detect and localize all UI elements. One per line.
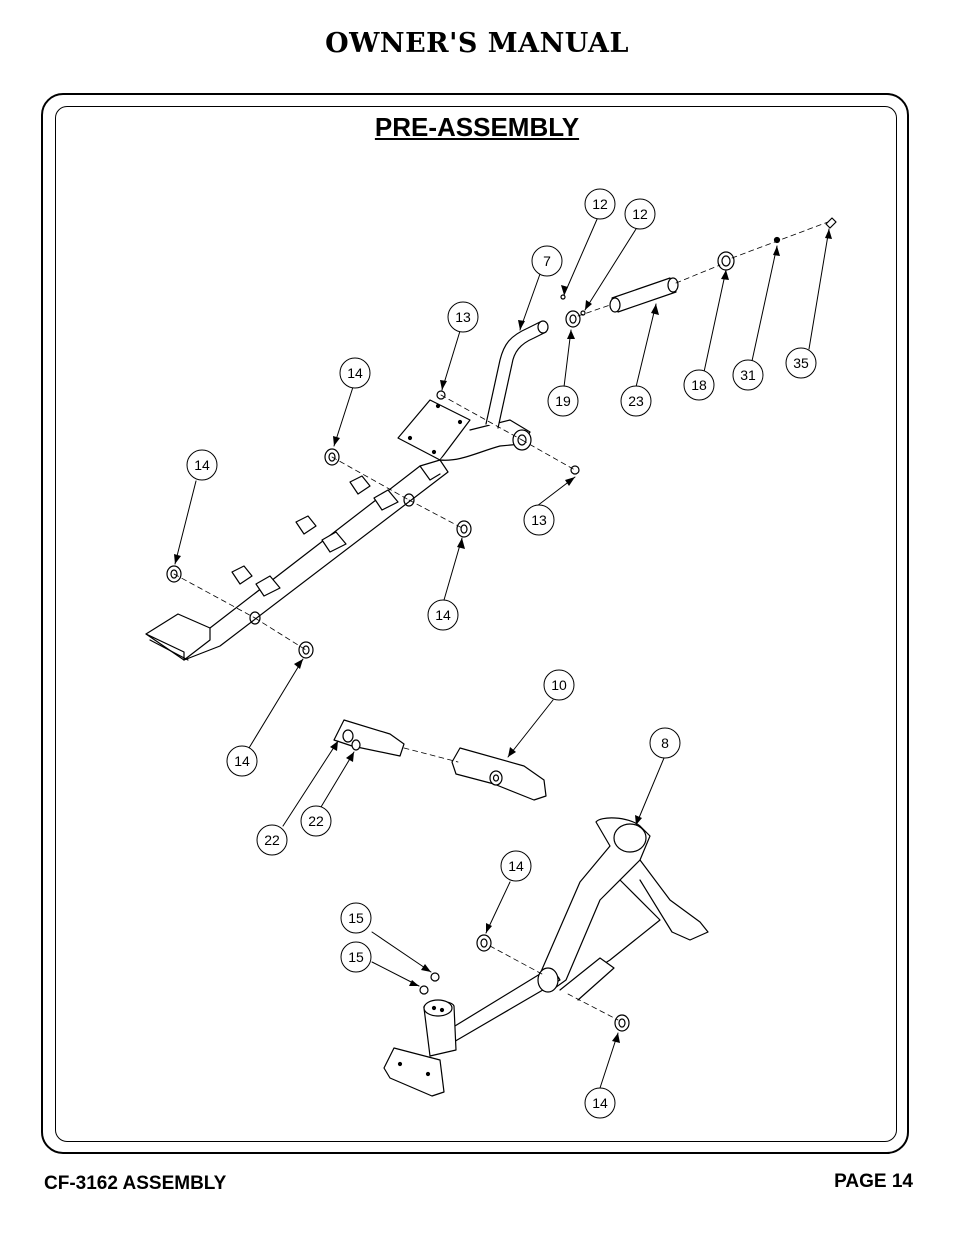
callout-number: 14 <box>234 753 250 769</box>
callout-circle <box>531 245 563 277</box>
base-frame <box>383 817 709 1097</box>
arm-tube <box>485 320 549 429</box>
part-callout-13: 13 <box>523 504 555 536</box>
callout-number: 13 <box>455 309 471 325</box>
part-callout-15: 15 <box>340 902 372 934</box>
callout-circle <box>624 198 656 230</box>
part-callout-14: 14 <box>584 1087 616 1119</box>
part-callout-18: 18 <box>683 369 715 401</box>
callout-number: 14 <box>508 858 524 874</box>
callout-number: 14 <box>592 1095 608 1111</box>
part-callout-14: 14 <box>226 745 258 777</box>
inner-frame <box>55 106 897 1142</box>
callout-number: 31 <box>740 367 756 383</box>
callout-number: 15 <box>348 910 364 926</box>
callout-number: 10 <box>551 677 567 693</box>
part-callout-14: 14 <box>500 850 532 882</box>
axle-parts <box>560 217 837 328</box>
callout-circle <box>584 1087 616 1119</box>
callout-circle <box>543 669 575 701</box>
callout-number: 22 <box>308 813 324 829</box>
part-callout-19: 19 <box>547 385 579 417</box>
main-frame-rail <box>145 399 532 661</box>
callout-circle <box>447 301 479 333</box>
callout-circle <box>186 449 218 481</box>
callout-leaders <box>174 216 830 1089</box>
part-callout-8: 8 <box>649 727 681 759</box>
callout-circle <box>683 369 715 401</box>
callout-circle <box>649 727 681 759</box>
outer-frame <box>41 93 909 1154</box>
part-callout-31: 31 <box>732 359 764 391</box>
callout-circle <box>732 359 764 391</box>
part-callout-12: 12 <box>584 188 616 220</box>
callout-number: 22 <box>264 832 280 848</box>
part-callout-14: 14 <box>186 449 218 481</box>
part-callout-22: 22 <box>256 824 288 856</box>
callout-circle <box>339 357 371 389</box>
part-callout-22: 22 <box>300 805 332 837</box>
part-callout-15: 15 <box>340 941 372 973</box>
footer-page-number: PAGE 14 <box>834 1171 913 1192</box>
callout-circle <box>300 805 332 837</box>
part-callout-13: 13 <box>447 301 479 333</box>
callout-circle <box>340 902 372 934</box>
callout-circle <box>427 599 459 631</box>
callout-circle <box>547 385 579 417</box>
callout-number: 7 <box>543 253 551 269</box>
seat-bracket <box>333 719 547 801</box>
callout-number: 12 <box>592 196 608 212</box>
callout-number: 23 <box>628 393 644 409</box>
callout-number: 18 <box>691 377 707 393</box>
callout-circle <box>620 385 652 417</box>
section-title: PRE-ASSEMBLY <box>374 112 580 142</box>
callout-number: 14 <box>435 607 451 623</box>
callout-number: 19 <box>555 393 571 409</box>
part-callout-7: 7 <box>531 245 563 277</box>
callout-circle <box>256 824 288 856</box>
callout-circle <box>500 850 532 882</box>
callout-group: 12 12 7 13 14 19 23 18 31 35 14 13 14 14 10 8 14 22 22 15 15… <box>186 188 817 1119</box>
callout-circle <box>340 941 372 973</box>
assembly-guide-lines <box>173 221 829 1021</box>
callout-circle <box>584 188 616 220</box>
part-callout-12: 12 <box>624 198 656 230</box>
callout-number: 14 <box>347 365 363 381</box>
part-callout-14: 14 <box>339 357 371 389</box>
callout-circle <box>523 504 555 536</box>
callout-circle <box>226 745 258 777</box>
callout-number: 8 <box>661 735 669 751</box>
part-callout-14: 14 <box>427 599 459 631</box>
callout-arrowheads <box>174 229 832 1043</box>
callout-number: 13 <box>531 512 547 528</box>
callout-number: 14 <box>194 457 210 473</box>
callout-number: 35 <box>793 355 809 371</box>
callout-circle <box>785 347 817 379</box>
part-callout-10: 10 <box>543 669 575 701</box>
callout-number: 12 <box>632 206 648 222</box>
part-callout-23: 23 <box>620 385 652 417</box>
document-title: OWNER'S MANUAL <box>325 28 629 59</box>
footer-model-label: CF-3162 ASSEMBLY <box>44 1173 227 1194</box>
part-callout-35: 35 <box>785 347 817 379</box>
callout-number: 15 <box>348 949 364 965</box>
